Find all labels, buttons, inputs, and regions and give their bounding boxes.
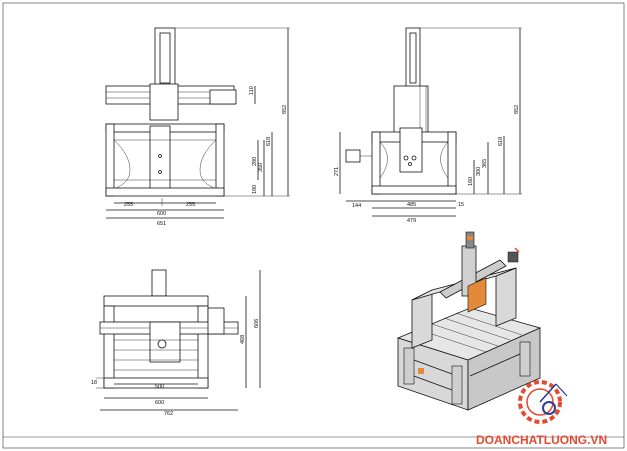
front-dim-0: 110 (249, 86, 255, 95)
brand-logo (518, 380, 568, 424)
side-dim-5: 300 (476, 167, 482, 176)
top-dim-0: 18 (91, 380, 97, 386)
side-dim-2: 365 (482, 159, 488, 168)
side-dim-7: 485 (407, 202, 416, 208)
side-dim-4: 160 (468, 177, 474, 186)
top-view: 18 606 468 500 600 762 (91, 269, 261, 417)
watermark-text: DOANCHATLUONG.VN (476, 433, 607, 447)
side-dim-9: 479 (407, 218, 416, 224)
side-dim-8: 15 (458, 202, 464, 208)
isometric-render (396, 231, 542, 411)
front-view: 110 852 618 280 180 350 255 255 600 651 (105, 27, 290, 227)
front-dim-8: 600 (157, 211, 166, 217)
top-dim-1: 606 (254, 319, 260, 328)
side-view: 852 618 365 271 160 300 144 485 15 479 (334, 27, 522, 224)
front-dim-6: 255 (124, 202, 133, 208)
side-dim-6: 144 (352, 203, 361, 209)
top-dim-2: 468 (240, 335, 246, 344)
side-dim-1: 618 (498, 137, 504, 146)
top-dim-5: 762 (164, 411, 173, 417)
front-dim-5: 350 (258, 163, 264, 172)
front-dim-4: 180 (252, 185, 258, 194)
front-dim-3: 280 (252, 157, 258, 166)
side-dim-0: 852 (514, 105, 520, 114)
front-dim-9: 651 (157, 221, 166, 227)
front-dim-2: 618 (266, 137, 272, 146)
top-dim-3: 500 (155, 384, 164, 390)
side-dim-3: 271 (334, 167, 340, 176)
front-dim-1: 852 (282, 105, 288, 114)
front-dim-7: 255 (186, 202, 195, 208)
top-dim-4: 600 (155, 400, 164, 406)
